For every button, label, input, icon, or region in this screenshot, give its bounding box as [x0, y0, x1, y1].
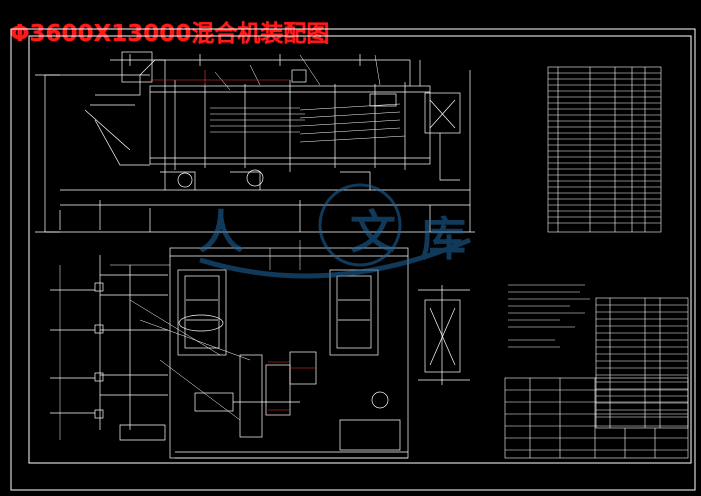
side-detail-view	[418, 285, 470, 385]
watermark-glyph-3: 库	[420, 212, 466, 266]
title-block	[504, 297, 689, 459]
elevation-view	[35, 51, 475, 233]
watermark-logo: 人 文 库	[198, 183, 471, 279]
plan-red-accent	[268, 361, 316, 411]
parts-table	[547, 66, 662, 233]
watermark-glyph-1: 人	[198, 205, 244, 259]
elevation-red-accent	[150, 70, 290, 86]
notes-block	[508, 284, 590, 348]
plan-view	[50, 240, 409, 459]
drawing-title: Φ3600X13000混合机装配图	[10, 21, 330, 47]
outer-frame	[10, 28, 696, 491]
watermark-glyph-2: 文	[350, 205, 396, 259]
inner-frame	[28, 35, 692, 464]
watermark-ring	[318, 183, 402, 267]
